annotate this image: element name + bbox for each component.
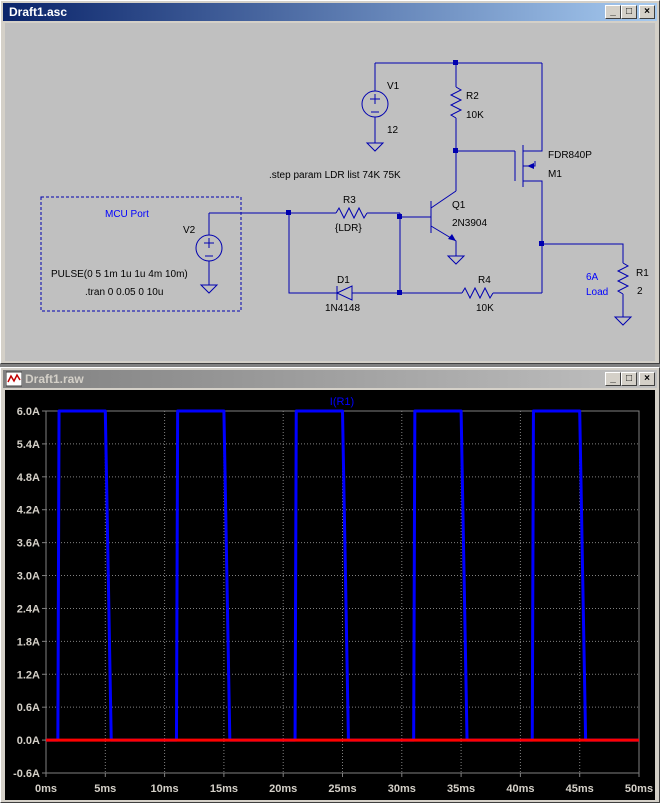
x-tick-label: 45ms <box>566 783 594 795</box>
label-m1: M1 <box>548 169 562 180</box>
ground-q1 <box>446 255 466 265</box>
y-tick-label: 0.0A <box>17 735 40 747</box>
label-q1: Q1 <box>452 200 466 211</box>
label-load: Load <box>586 287 608 298</box>
pulse-spec[interactable]: PULSE(0 5 1m 1u 1u 4m 10m) <box>51 269 188 280</box>
waveform-plot: 0ms 5ms 10ms 15ms 20ms 25ms 30ms 35ms 40ms 45ms 50… <box>13 396 653 795</box>
label-r2: R2 <box>466 91 479 102</box>
label-v2: V2 <box>183 225 196 236</box>
x-tick-label: 15ms <box>210 783 238 795</box>
label-r1-val: 2 <box>637 286 643 297</box>
step-directive[interactable]: .step param LDR list 74K 75K <box>269 170 401 181</box>
schematic-canvas[interactable]: V1 12 R2 10K FDR840P M1 .step param LDR … <box>5 23 655 361</box>
x-tick-label: 25ms <box>328 783 356 795</box>
label-load-current: 6A <box>586 272 599 283</box>
label-r3: R3 <box>343 195 356 206</box>
minimize-button[interactable]: _ <box>605 372 621 386</box>
y-tick-label: 3.6A <box>17 538 40 550</box>
x-tick-label: 30ms <box>388 783 416 795</box>
y-tick-label: 1.8A <box>17 636 40 648</box>
label-v1: V1 <box>387 81 400 92</box>
y-tick-label: 4.8A <box>17 472 40 484</box>
y-tick-label: 1.2A <box>17 669 40 681</box>
label-r3-val: {LDR} <box>335 223 362 234</box>
x-tick-label: 35ms <box>447 783 475 795</box>
y-tick-label: 0.6A <box>17 702 40 714</box>
mcu-port-box <box>40 196 242 312</box>
y-tick-label: 5.4A <box>17 439 40 451</box>
label-r1: R1 <box>636 268 649 279</box>
q1-emitter <box>430 225 457 256</box>
minimize-button[interactable]: _ <box>605 5 621 19</box>
tran-directive[interactable]: .tran 0 0.05 0 10u <box>85 287 163 298</box>
schematic-svg: V1 12 R2 10K FDR840P M1 .step param LDR … <box>40 60 649 326</box>
waveform-title: Draft1.raw <box>25 372 84 386</box>
mcu-port-label: MCU Port <box>105 209 149 220</box>
close-button[interactable]: × <box>639 372 655 386</box>
x-tick-label: 40ms <box>506 783 534 795</box>
y-tick-label: 3.0A <box>17 571 40 583</box>
y-tick-label: 6.0A <box>17 406 40 418</box>
wire-d1-left <box>288 213 337 294</box>
waveform-window: Draft1.raw _ □ × 0ms 5ms 10ms 15ms 20ms 25ms 3… <box>0 367 660 803</box>
y-tick-label: -0.6A <box>13 768 40 780</box>
x-tick-label: 5ms <box>94 783 116 795</box>
close-button[interactable]: × <box>639 5 655 19</box>
r4-resistor <box>461 286 494 300</box>
ground-v2 <box>199 284 219 294</box>
x-tick-label: 20ms <box>269 783 297 795</box>
schematic-title: Draft1.asc <box>9 5 68 19</box>
m1-source <box>523 63 543 152</box>
waveform-window-controls: _ □ × <box>605 372 655 386</box>
r3-resistor <box>335 206 368 220</box>
x-tick-label: 0ms <box>35 783 57 795</box>
ground-r1 <box>613 316 633 326</box>
maximize-button[interactable]: □ <box>621 5 637 19</box>
trace-line-0 <box>46 409 639 742</box>
x-tick-label: 50ms <box>625 783 653 795</box>
wire-load <box>542 243 624 263</box>
y-tick-label: 2.4A <box>17 603 40 615</box>
q1-collector <box>430 190 457 209</box>
label-d1: D1 <box>337 275 350 286</box>
schematic-titlebar[interactable]: Draft1.asc _ □ × <box>3 3 657 21</box>
schematic-window-controls: _ □ × <box>605 5 655 19</box>
d1-diode <box>335 285 353 301</box>
maximize-button[interactable]: □ <box>621 372 637 386</box>
waveform-titlebar[interactable]: Draft1.raw _ □ × <box>3 370 657 388</box>
m1-drain <box>523 180 543 293</box>
y-tick-label: 4.2A <box>17 505 40 517</box>
label-r4: R4 <box>478 275 491 286</box>
r2-resistor <box>449 86 463 119</box>
r1-resistor <box>616 262 630 295</box>
label-d1-part: 1N4148 <box>325 303 360 314</box>
v1-source <box>361 90 389 118</box>
ground-v1 <box>365 142 385 152</box>
label-q1-part: 2N3904 <box>452 218 487 229</box>
x-tick-label: 10ms <box>151 783 179 795</box>
label-r2-val: 10K <box>466 110 484 121</box>
trace-label-i-r1[interactable]: I(R1) <box>330 396 354 408</box>
waveform-plot-area[interactable]: 0ms 5ms 10ms 15ms 20ms 25ms 30ms 35ms 40ms 45ms 50… <box>5 390 655 800</box>
schematic-window: Draft1.asc _ □ × <box>0 0 660 364</box>
label-v1-val: 12 <box>387 125 399 136</box>
label-r4-val: 10K <box>476 303 494 314</box>
waveform-app-icon <box>6 371 22 387</box>
label-m1-part: FDR840P <box>548 150 592 161</box>
